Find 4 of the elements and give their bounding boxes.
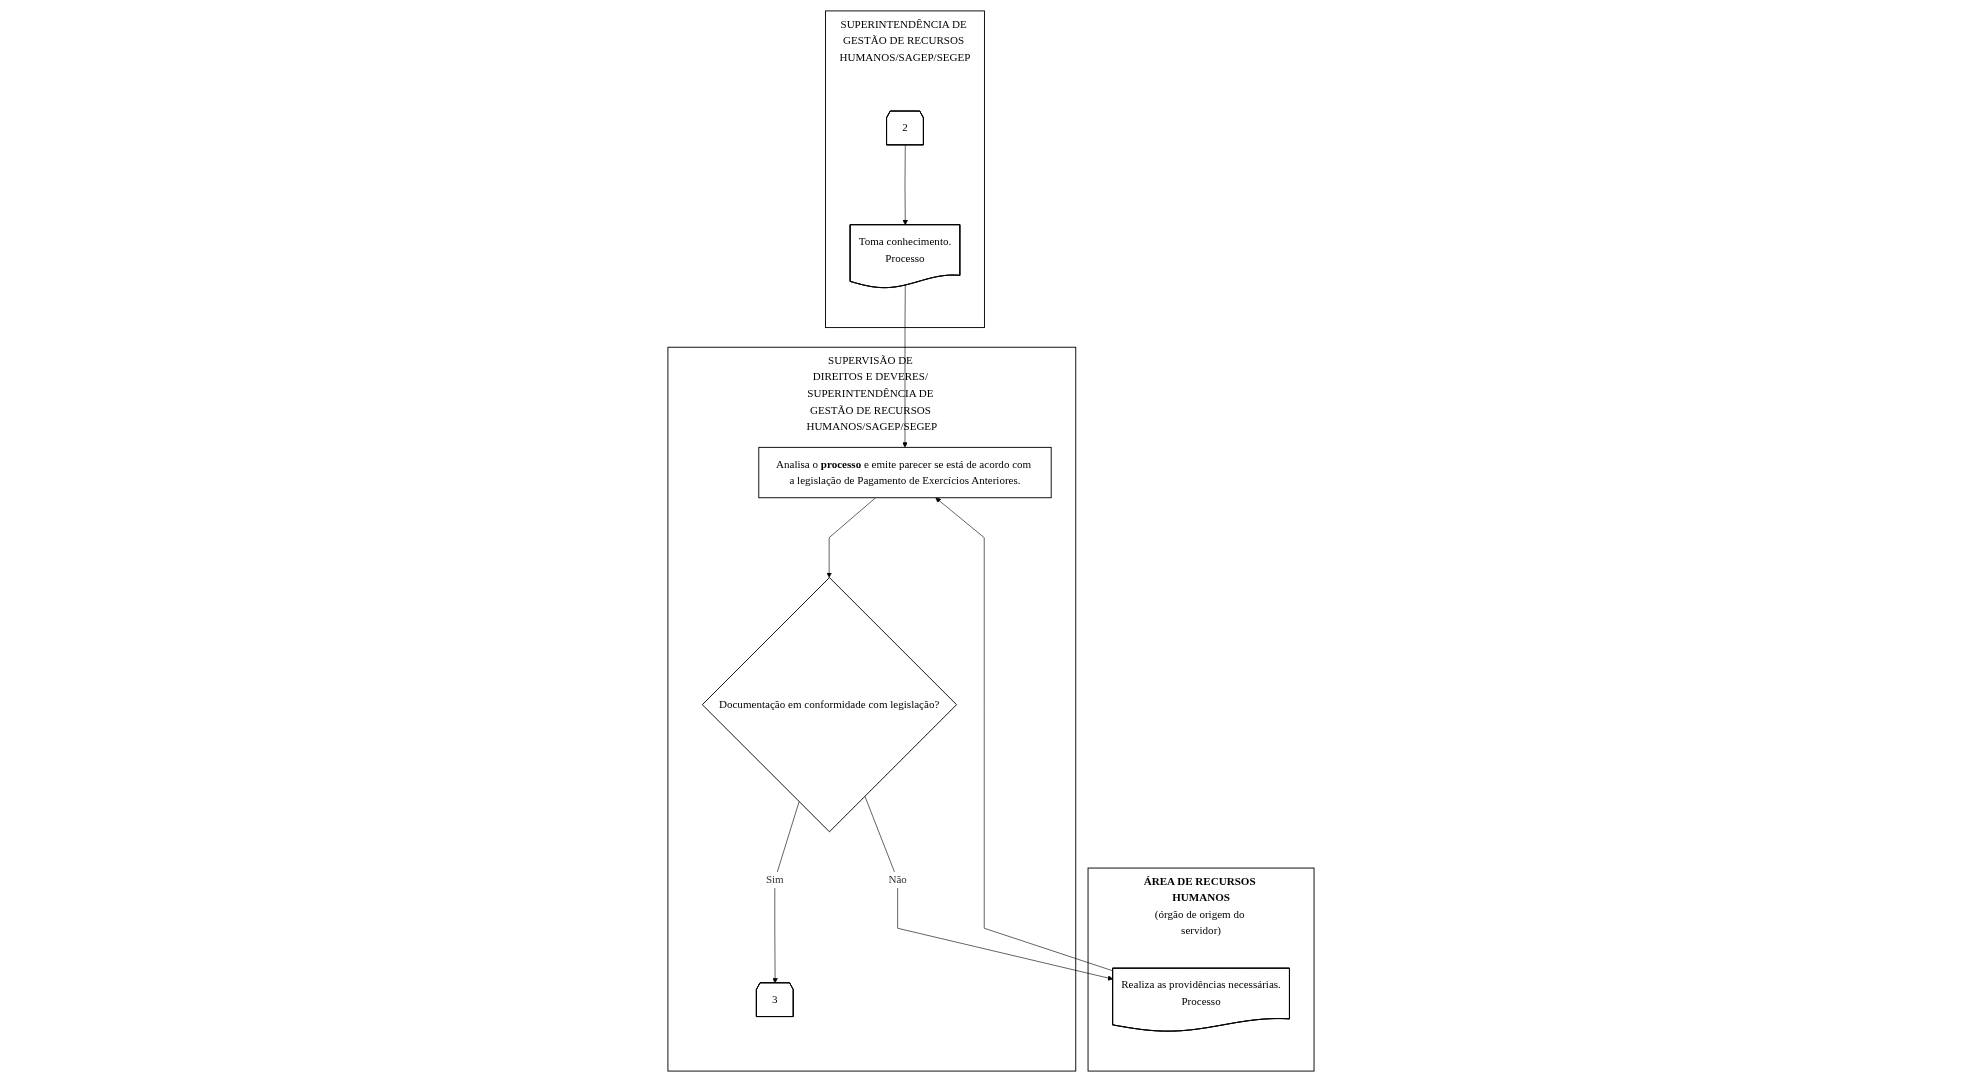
node-diamond: Documentação em conformidade com legislação? bbox=[701, 577, 957, 833]
node-box: Analisa o processo e emite parecer se está de acordo com a legislação de Pagamento de Exercícios Anteriores. bbox=[757, 446, 1052, 499]
edge-label: Sim bbox=[765, 873, 784, 886]
edge-label: Não bbox=[887, 873, 907, 886]
